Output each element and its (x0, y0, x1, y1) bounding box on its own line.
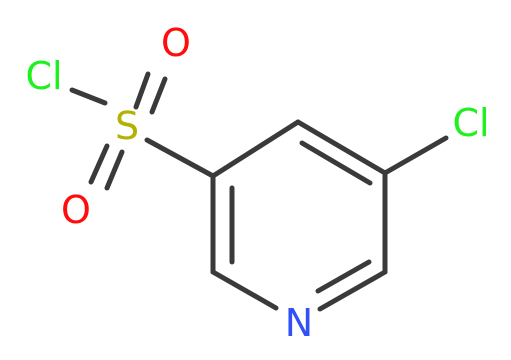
atom-oxygen-bottom: O (61, 188, 91, 232)
atom-labels: Cl S O O Cl N (25, 21, 489, 345)
bond-s-o-bottom-b (104, 149, 125, 191)
pyridine-ring (210, 119, 388, 312)
bond-c3-s (144, 137, 216, 179)
bond-c3-c4 (210, 119, 301, 179)
atom-nitrogen: N (285, 301, 313, 345)
atom-oxygen-top: O (161, 21, 191, 65)
bond-s-cl (69, 87, 108, 106)
bond-c5-cl (382, 135, 449, 176)
bond-c4-c5 (295, 119, 388, 176)
atom-sulfur: S (115, 104, 139, 148)
substituent-bonds (69, 71, 449, 191)
bond-c4-c5-inner (299, 140, 373, 186)
bond-s-o-top-b (149, 76, 168, 115)
atom-cl-ring: Cl (452, 101, 489, 145)
bond-c2-n (210, 269, 279, 311)
bond-c6-n-inner (315, 259, 372, 294)
atom-cl-sulfonyl: Cl (25, 54, 62, 98)
bond-s-o-bottom-a (88, 143, 110, 185)
bond-c6-n (317, 269, 388, 312)
bond-s-o-top-a (133, 71, 151, 110)
